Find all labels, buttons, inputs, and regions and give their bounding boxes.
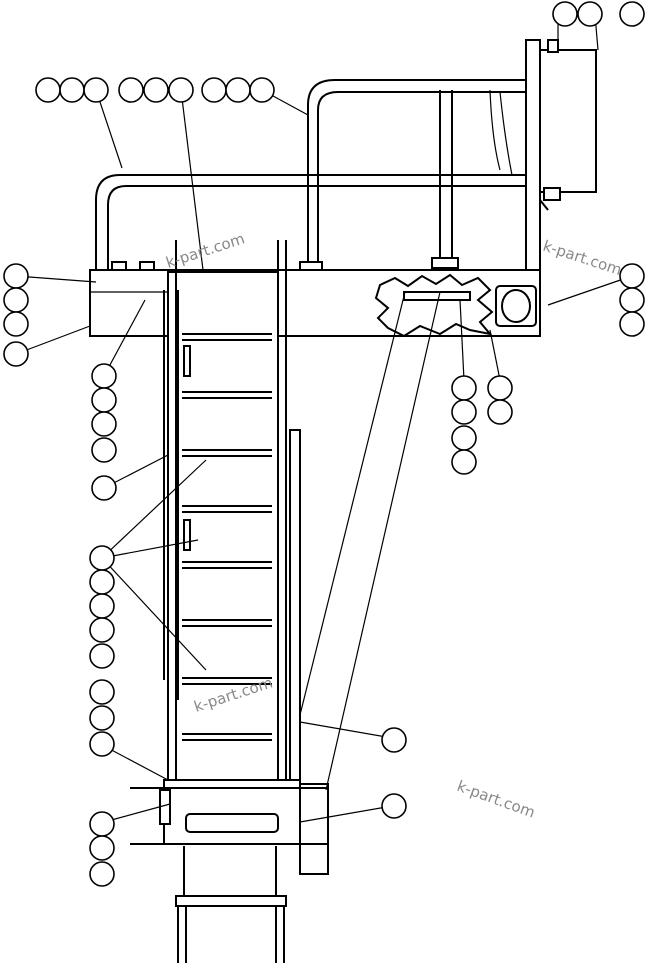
callout-bubble: [577, 1, 603, 27]
callout-bubble: [89, 593, 115, 619]
callout-bubble: [91, 387, 117, 413]
callout-bubble: [118, 77, 144, 103]
callout-bubble: [89, 731, 115, 757]
callout-bubble: [487, 375, 513, 401]
callout-bubble: [619, 1, 645, 27]
callout-bubble: [91, 437, 117, 463]
callout-bubble: [89, 545, 115, 571]
guard-rail: [95, 79, 530, 271]
callout-bubble: [225, 77, 251, 103]
callout-bubble: [249, 77, 275, 103]
callout-bubble: [619, 287, 645, 313]
callout-bubble: [143, 77, 169, 103]
callout-bubble: [3, 341, 29, 367]
watermark-4: k-part.com: [455, 777, 538, 822]
callout-bubbles: [3, 1, 645, 887]
callout-bubble: [451, 425, 477, 451]
callout-bubble: [35, 77, 61, 103]
callout-bubble: [201, 77, 227, 103]
callout-bubble: [3, 263, 29, 289]
callout-bubble: [83, 77, 109, 103]
callout-bubble: [89, 679, 115, 705]
callout-bubble: [619, 311, 645, 337]
callout-bubble: [552, 1, 578, 27]
callout-bubble: [89, 861, 115, 887]
ladder-rungs: [182, 333, 272, 741]
callout-bubble: [451, 449, 477, 475]
callout-bubble: [381, 727, 407, 753]
callout-bubble: [89, 835, 115, 861]
bottom-step: [130, 779, 329, 963]
callout-bubble: [487, 399, 513, 425]
callout-bubble: [91, 363, 117, 389]
main-beam: [89, 261, 541, 338]
watermark-1: k-part.com: [164, 229, 247, 271]
callout-bubble: [59, 77, 85, 103]
callout-bubble: [3, 311, 29, 337]
callout-bubble: [381, 793, 407, 819]
callout-bubble: [89, 705, 115, 731]
callout-bubble: [89, 643, 115, 669]
callout-bubble: [91, 411, 117, 437]
callout-bubble: [3, 287, 29, 313]
callout-bubble: [89, 811, 115, 837]
callout-bubble: [89, 617, 115, 643]
callout-bubble: [91, 475, 117, 501]
callout-bubble: [168, 77, 194, 103]
callout-bubble: [619, 263, 645, 289]
watermark-2: k-part.com: [541, 237, 624, 279]
callout-bubble: [451, 375, 477, 401]
callout-bubble: [451, 399, 477, 425]
callout-bubble: [89, 569, 115, 595]
right-post: [525, 39, 597, 271]
